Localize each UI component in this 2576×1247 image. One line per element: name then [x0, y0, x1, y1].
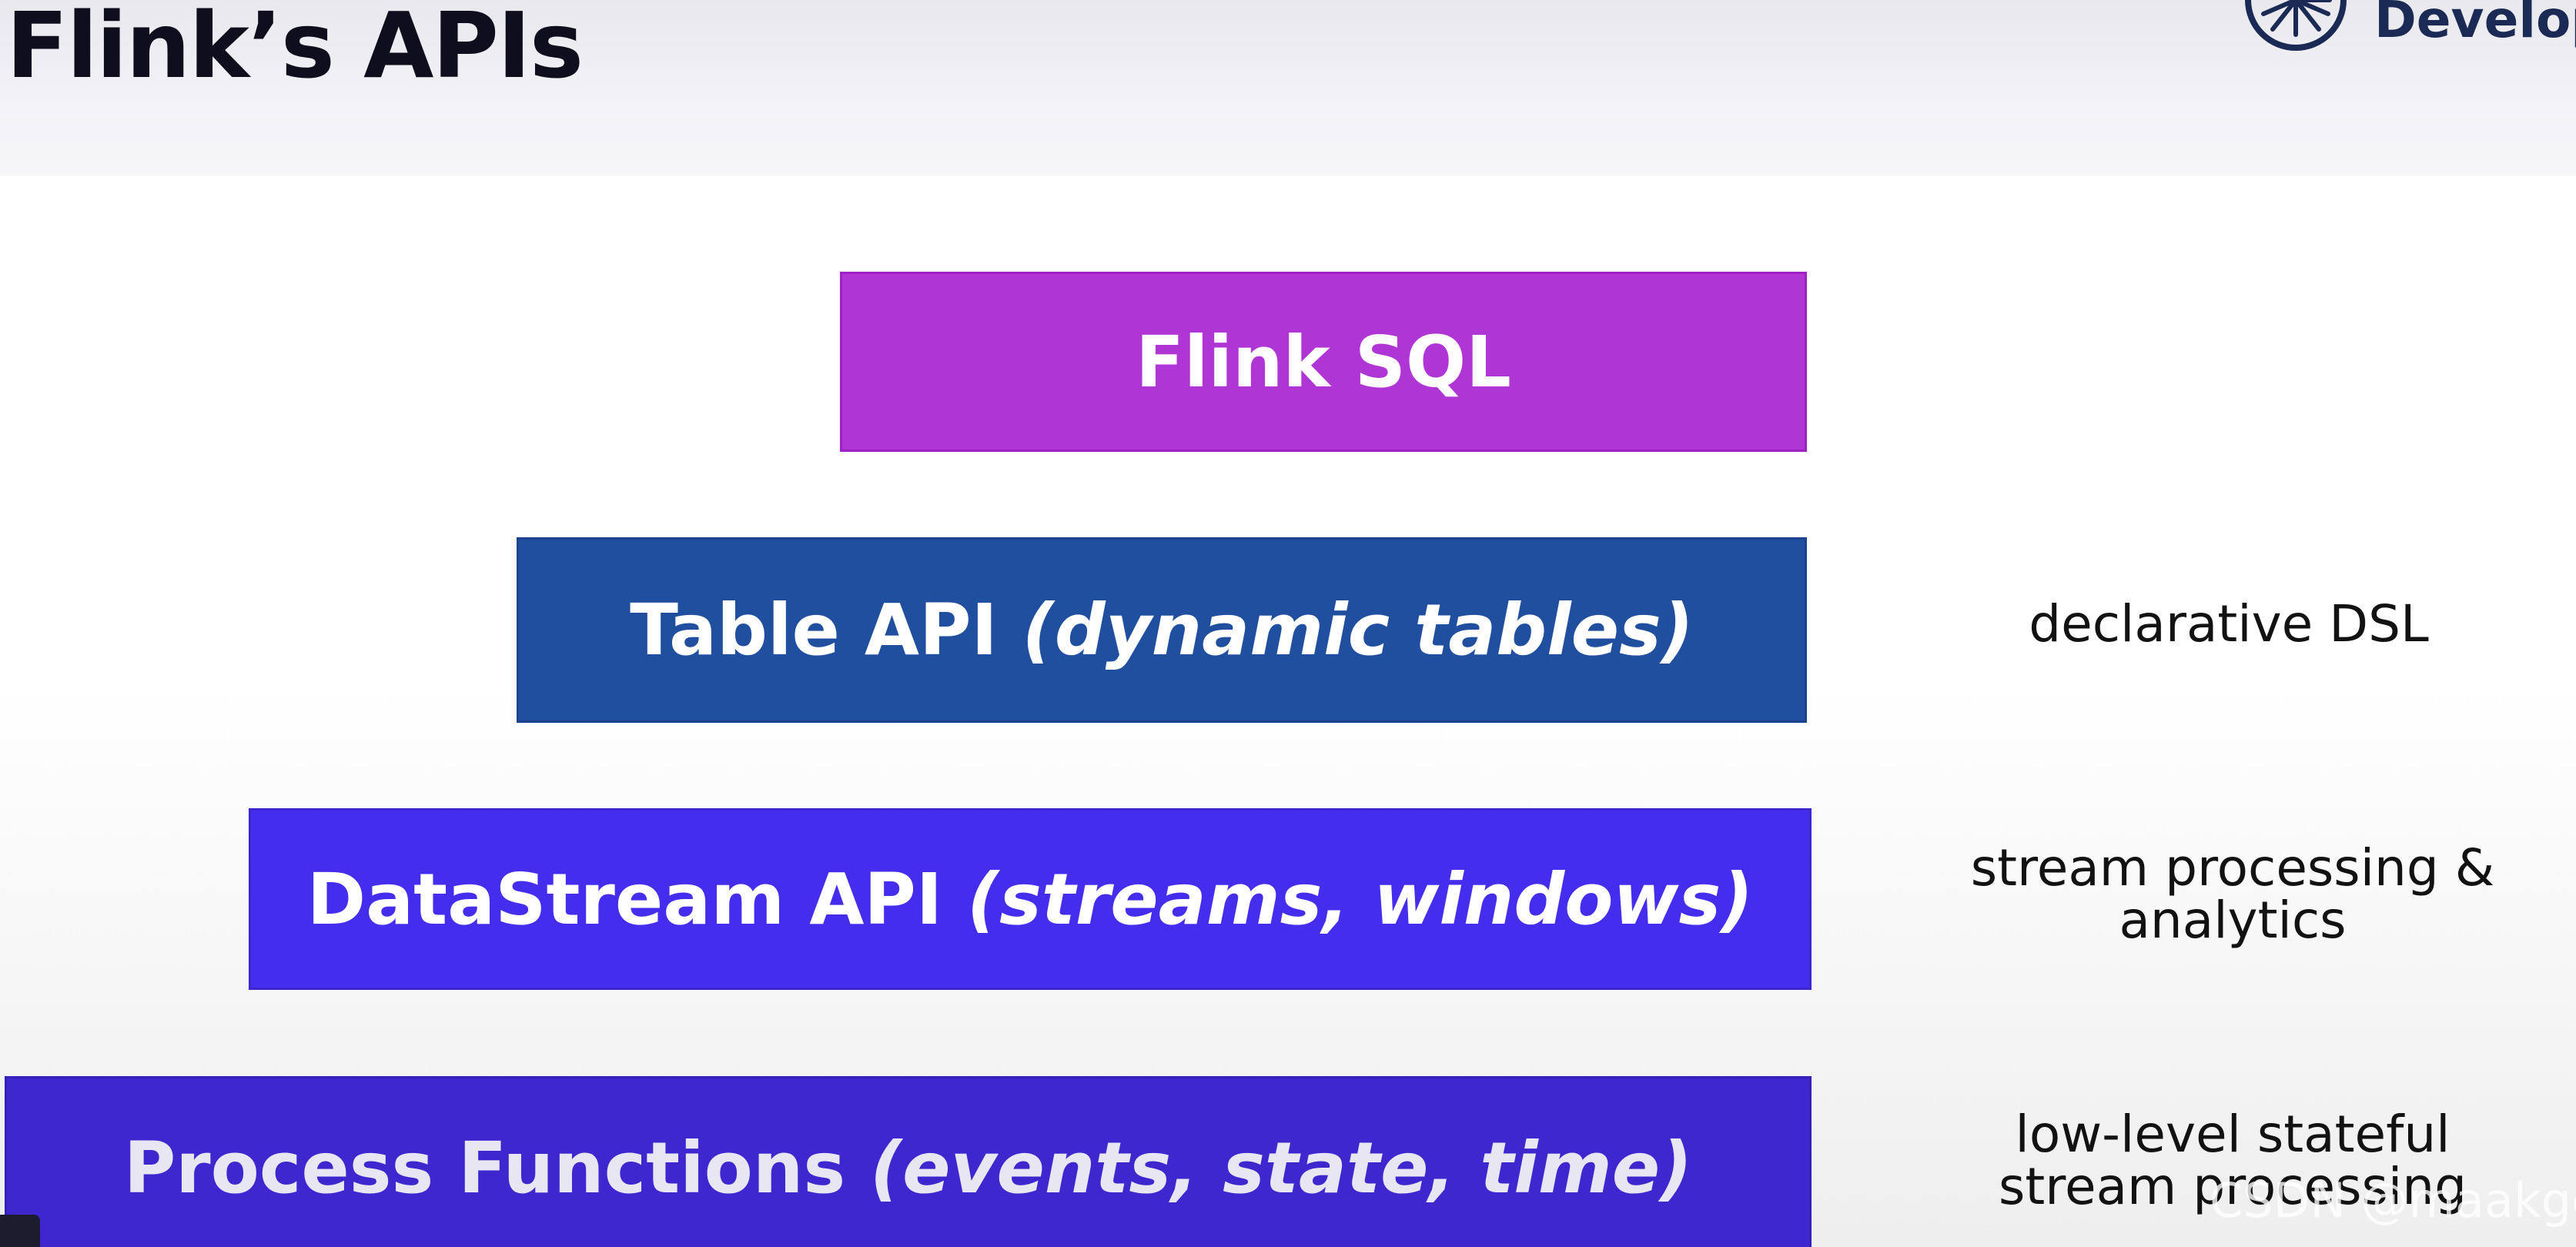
brand-text: Develop: [2374, 0, 2576, 49]
layer-flink-sql: Flink SQL: [840, 272, 1807, 452]
datastream-api-description: stream processing & analytics: [1925, 842, 2541, 947]
watermark: CSDN @maakge: [2210, 1172, 2576, 1229]
datastream-description-line-1: stream processing &: [1970, 838, 2495, 898]
layer-flink-sql-label: Flink SQL: [1136, 320, 1511, 403]
layer-process-functions-label: Process Functions: [123, 1127, 846, 1209]
layer-table-api-detail: (dynamic tables): [1022, 589, 1694, 671]
layer-table-api-label: Table API: [630, 589, 998, 671]
layer-datastream-api-label: DataStream API: [306, 858, 943, 941]
table-api-description: declarative DSL: [2029, 594, 2429, 654]
layer-datastream-api: DataStream API (streams, windows): [249, 808, 1812, 990]
slide-title: Flink’s APIs: [6, 0, 584, 99]
process-functions-description: low-level stateful stream processing: [1925, 1108, 2541, 1213]
datastream-description-line-2: analytics: [2119, 891, 2347, 950]
layer-datastream-api-detail: (streams, windows): [967, 858, 1754, 941]
layer-process-functions-detail: (events, state, time): [870, 1127, 1693, 1209]
process-description-line-2: stream processing: [1999, 1157, 2467, 1216]
layer-table-api: Table API (dynamic tables): [517, 537, 1807, 723]
slide-header: Flink’s APIs Develop: [0, 0, 2576, 176]
layer-process-functions: Process Functions (events, state, time): [5, 1076, 1812, 1247]
brand-logo-icon: [2245, 0, 2347, 51]
process-description-line-1: low-level stateful: [2015, 1105, 2451, 1164]
corner-overlay: [0, 1215, 40, 1247]
